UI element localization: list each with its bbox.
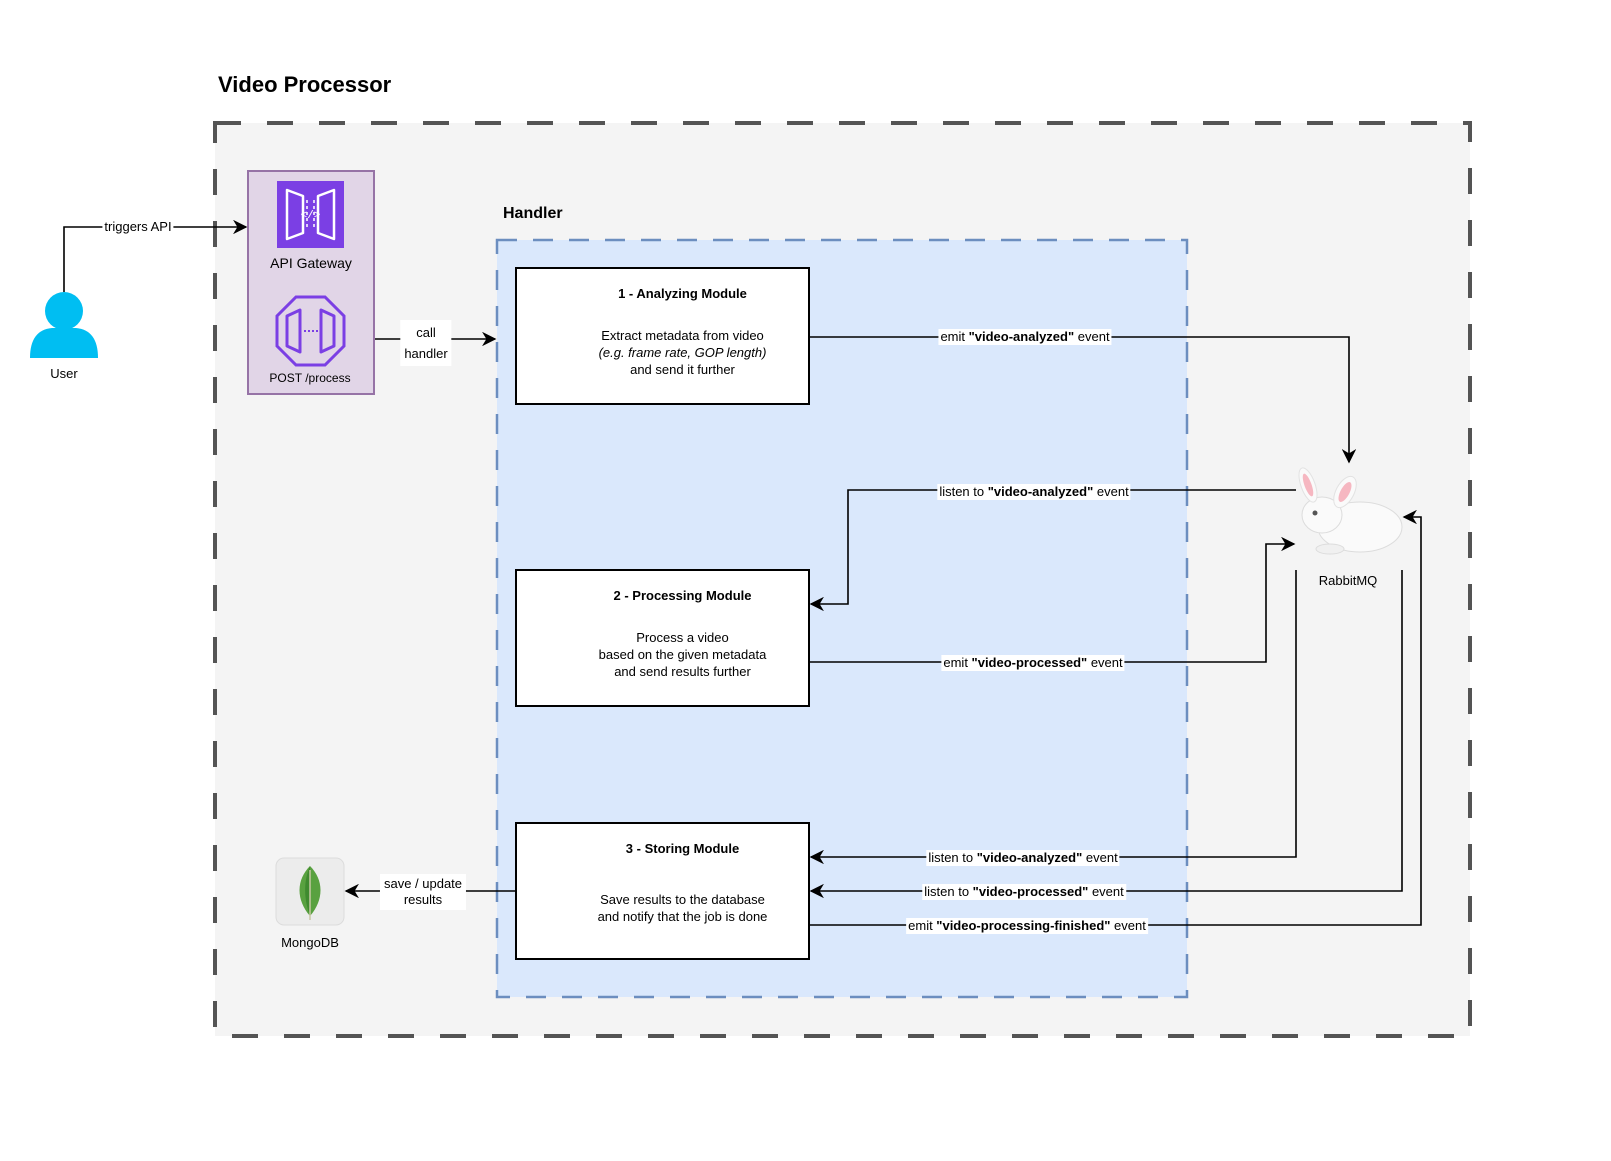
storing-module: 3 - Storing Module Save results to the d… (515, 822, 810, 960)
endpoint-label: POST /process (269, 371, 351, 385)
module-description: Process a video based on the given metad… (557, 629, 808, 680)
module-desc-line: Extract metadata from video (601, 328, 764, 343)
module-title: 3 - Storing Module (625, 841, 740, 856)
edge-label-emit-finished: emit "video-processing-finished" event (906, 918, 1148, 934)
module-title: 2 - Processing Module (613, 588, 752, 603)
edge-label-emit-analyzed: emit "video-analyzed" event (938, 329, 1112, 345)
module-desc-line: based on the given metadata (598, 647, 767, 662)
module-desc-line: (e.g. frame rate, GOP length) (598, 345, 767, 360)
api-gateway-group (247, 170, 375, 395)
edge-label-listen-analyzed-storing: listen to "video-analyzed" event (926, 850, 1120, 866)
edge-label-call-handler: call handler (400, 320, 452, 366)
diagram-title: Video Processor (218, 72, 392, 97)
module-desc-line: Save results to the database (600, 892, 765, 907)
rabbitmq-icon (1298, 467, 1403, 555)
edge-label-save-update: save / update results (379, 874, 467, 910)
api-gateway-icon: </> (277, 181, 344, 248)
analyzing-module: 1 - Analyzing Module Extract metadata fr… (515, 267, 810, 405)
mongodb-label: MongoDB (281, 935, 339, 950)
processing-module: 2 - Processing Module Process a video ba… (515, 569, 810, 707)
edge-label-listen-processed-storing: listen to "video-processed" event (922, 884, 1126, 900)
edge-label-emit-processed: emit "video-processed" event (941, 655, 1125, 671)
edge-label-triggers-api: triggers API (102, 219, 174, 235)
edge-label-listen-analyzed-processing: listen to "video-analyzed" event (937, 484, 1131, 500)
module-desc-line: and notify that the job is done (597, 909, 768, 924)
module-desc-line: Process a video (636, 630, 729, 645)
api-gateway-label: API Gateway (270, 255, 352, 271)
module-desc-line: and send it further (630, 362, 735, 377)
module-desc-line: and send results further (614, 664, 751, 679)
user-icon (30, 292, 98, 358)
edge-user-to-gateway (63, 219, 248, 292)
module-description: Save results to the database and notify … (557, 891, 808, 925)
rabbitmq-label: RabbitMQ (1318, 573, 1378, 588)
mongodb-icon (275, 857, 345, 926)
module-title: 1 - Analyzing Module (618, 286, 747, 301)
handler-title: Handler (503, 205, 563, 222)
endpoint-icon (275, 295, 346, 367)
module-description: Extract metadata from video (e.g. frame … (557, 327, 808, 378)
user-label: User (50, 366, 78, 381)
svg-text:</>: </> (301, 210, 321, 222)
